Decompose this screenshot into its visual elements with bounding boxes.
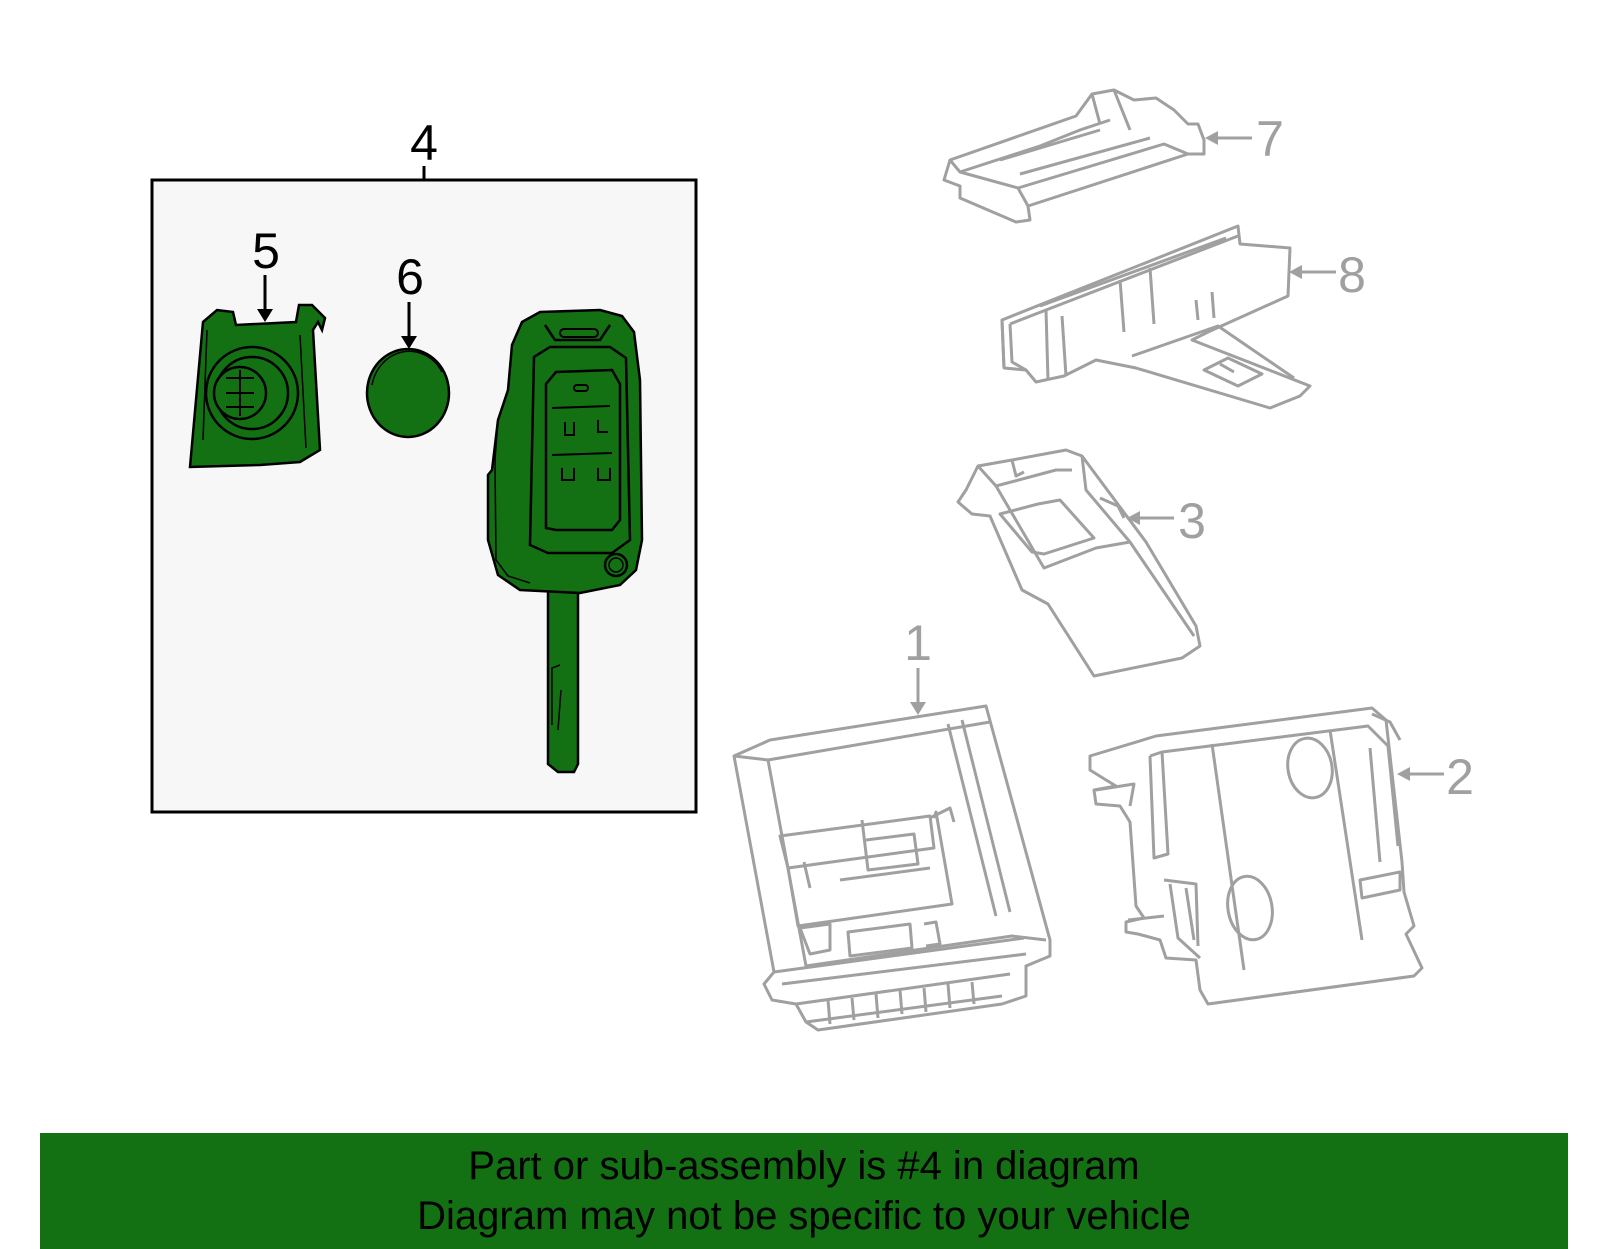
part-6-battery[interactable] (365, 347, 451, 439)
part-3[interactable] (956, 448, 1202, 678)
part-5-lock-cylinder[interactable] (188, 303, 327, 469)
callout-6[interactable]: 6 (396, 249, 424, 305)
part-8[interactable] (1000, 224, 1312, 410)
callout-1[interactable]: 1 (904, 615, 932, 671)
callout-3[interactable]: 3 (1178, 493, 1206, 549)
callout-6-group: 6 (396, 249, 424, 349)
callout-7-group: 7 (1205, 111, 1284, 167)
flip-key-transmitter[interactable] (486, 308, 644, 774)
callout-8-group: 8 (1289, 247, 1366, 303)
part-2-bracket[interactable] (1088, 706, 1424, 1006)
banner-line-1: Part or sub-assembly is #4 in diagram (468, 1144, 1140, 1188)
callout-3-group: 3 (1127, 493, 1206, 549)
part-1-module[interactable] (732, 704, 1052, 1032)
banner-line-2: Diagram may not be specific to your vehi… (417, 1194, 1191, 1238)
callout-7[interactable]: 7 (1256, 111, 1284, 167)
callout-4[interactable]: 4 (410, 115, 438, 171)
callout-5[interactable]: 5 (252, 223, 280, 279)
info-banner: Part or sub-assembly is #4 in diagram Di… (40, 1133, 1568, 1249)
callout-1-group: 1 (904, 615, 932, 715)
callout-5-group: 5 (252, 223, 280, 322)
callout-2[interactable]: 2 (1446, 749, 1474, 805)
callout-2-group: 2 (1397, 749, 1474, 805)
part-7[interactable] (942, 88, 1206, 224)
callout-8[interactable]: 8 (1338, 247, 1366, 303)
